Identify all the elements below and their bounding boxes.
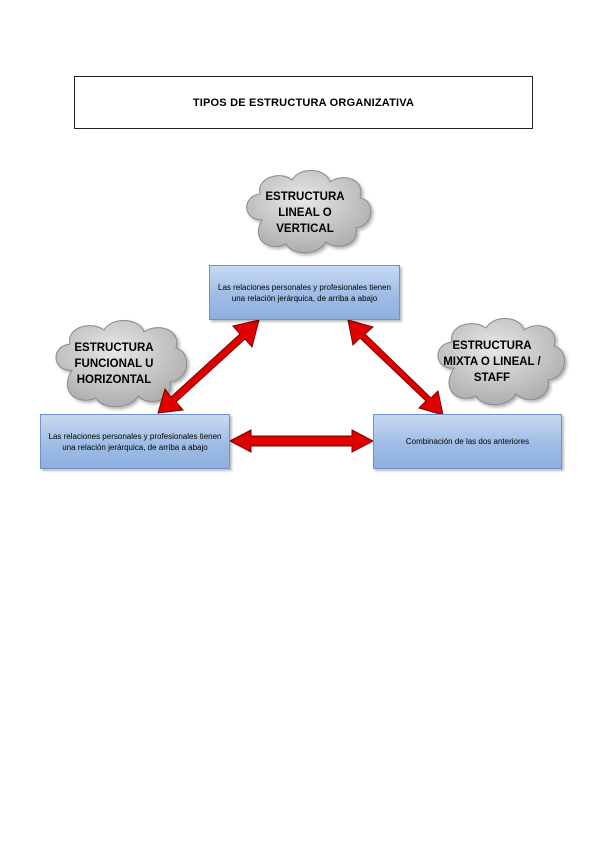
box-left: Las relaciones personales y profesionale… [40,414,230,469]
cloud-right-label: ESTRUCTURA MIXTA O LINEAL / STAFF [443,340,541,384]
cloud-right-shape [437,318,566,406]
arrow-top-right [347,319,444,416]
cloud-top-shape [246,170,372,254]
cloud-top-label: ESTRUCTURA LINEAL O VERTICAL [265,191,345,235]
page-title: TIPOS DE ESTRUCTURA ORGANIZATIVA [74,76,533,129]
arrow-top-left [157,319,260,414]
cloud-left-shape [55,320,188,408]
box-top: Las relaciones personales y profesionale… [209,265,400,320]
arrow-left-right [228,429,375,453]
cloud-left-label: ESTRUCTURA FUNCIONAL U HORIZONTAL [74,342,154,386]
box-right: Combinación de las dos anteriores [373,414,562,469]
